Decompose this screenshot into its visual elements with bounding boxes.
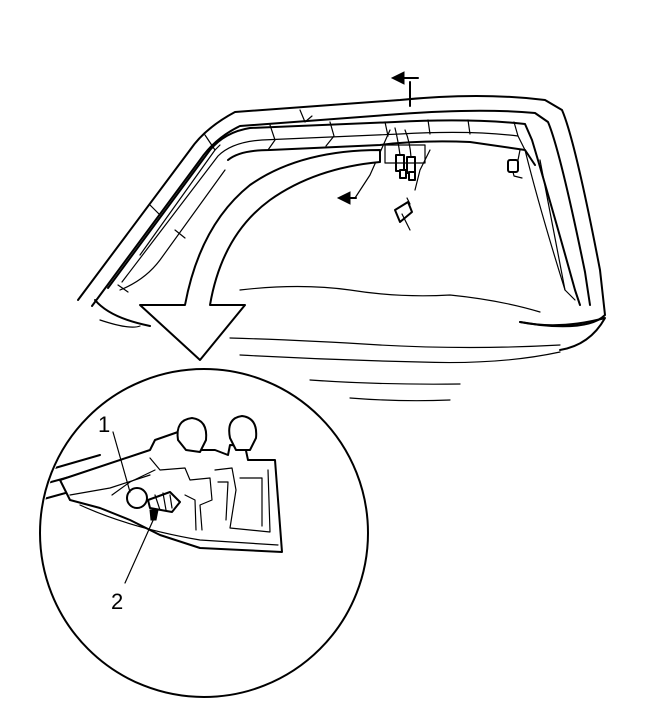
leader-line-1 <box>112 431 131 493</box>
callout-2: 2 <box>111 589 123 614</box>
curved-arrow-icon <box>139 149 381 361</box>
windshield-frame <box>77 95 606 402</box>
direction-arrow-icon <box>336 191 357 205</box>
direction-arrow-icon <box>390 71 419 107</box>
leader-line-2 <box>124 515 156 584</box>
callout-1: 1 <box>98 412 110 437</box>
detail-view: 1 2 <box>39 368 369 698</box>
